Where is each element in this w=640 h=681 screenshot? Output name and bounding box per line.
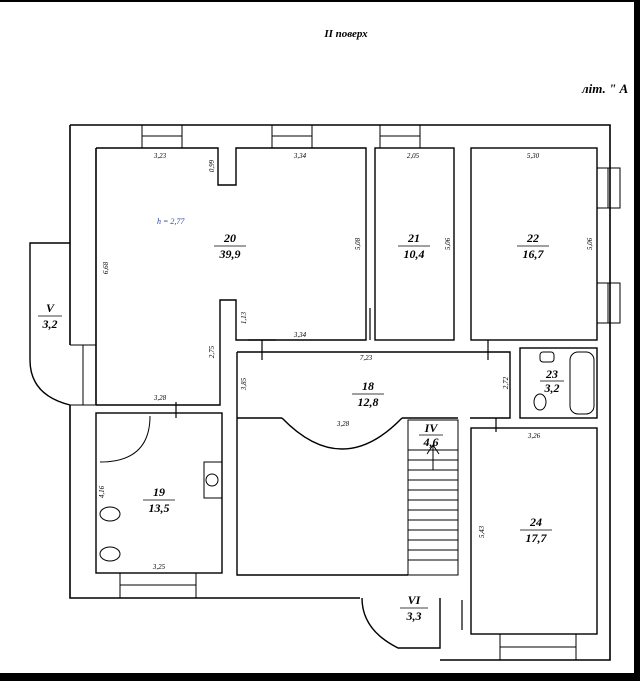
room-18-number: 18: [362, 379, 374, 393]
room-21-area: 10,4: [404, 247, 425, 261]
room-23-walls: [519, 347, 598, 419]
balcony-v: [29, 242, 71, 406]
stair-iv: [407, 419, 459, 576]
room-v-number: V: [46, 301, 55, 315]
dim-label: 3,28: [336, 420, 350, 428]
dim-label: 1,13: [240, 311, 248, 324]
room-23-area: 3,2: [544, 381, 560, 395]
room-20-number: 20: [223, 231, 236, 245]
dim-label: 3,26: [527, 432, 541, 440]
dim-label: 5,08: [354, 237, 362, 250]
sink-icon-19: [203, 461, 222, 499]
room-23-number: 23: [545, 367, 558, 381]
outer-walls: [69, 124, 611, 661]
dim-label: 0,99: [208, 159, 216, 172]
door-swing-19: [99, 415, 151, 463]
dim-label: 5,43: [478, 525, 486, 538]
dim-label: 2,72: [502, 376, 510, 389]
dim-label: 4,16: [98, 485, 106, 498]
toilet-icon: [533, 393, 547, 411]
dim-label: 7,23: [360, 354, 373, 362]
dim-label: 3,34: [293, 152, 307, 160]
dim-label: 3,25: [152, 563, 166, 571]
dim-label: 3,23: [153, 152, 167, 160]
room-vi-area: 3,3: [406, 609, 422, 623]
room-24-number: 24: [529, 515, 542, 529]
room-20-area: 39,9: [219, 247, 241, 261]
balcony-vi: [361, 597, 441, 649]
dim-label: 2,05: [407, 152, 420, 160]
toilet-icon-19: [99, 506, 121, 522]
room-iv-number: IV: [424, 421, 439, 435]
floor-title: II поверх: [323, 28, 368, 40]
room-v-area: 3,2: [42, 317, 58, 331]
dim-label: 3,34: [293, 331, 307, 339]
building-letter: літ. " А: [581, 81, 629, 96]
room-22-area: 16,7: [523, 247, 545, 261]
scan-edge-top: [0, 0, 640, 2]
dim-label: 5,06: [586, 237, 594, 250]
dim-label: 5,30: [527, 152, 540, 160]
room-20-walls: [96, 147, 367, 406]
room-22-walls: [470, 147, 598, 341]
room-22-number: 22: [526, 231, 539, 245]
sink-icon: [539, 351, 555, 363]
dim-label: 2,75: [208, 345, 216, 358]
dim-label: 3,85: [240, 377, 248, 391]
basin-icon-19: [205, 473, 219, 487]
room-iv-area: 4,6: [423, 435, 439, 449]
scan-edge-bottom: [0, 673, 640, 681]
room-24-area: 17,7: [526, 531, 548, 545]
room-19-number: 19: [153, 485, 165, 499]
room-18-walls: [236, 351, 511, 576]
bathtub-icon: [569, 351, 595, 415]
room-vi-number: VI: [408, 593, 422, 607]
room-18-area: 12,8: [358, 395, 379, 409]
room-labels: 20 39,9 21 10,4 22 16,7 V 3,2 18 12,8 23…: [38, 231, 564, 623]
dim-label: 6,68: [102, 261, 110, 274]
room-21-number: 21: [407, 231, 420, 245]
dim-label: 3,28: [153, 394, 167, 402]
dimensions: 3,23 3,34 2,05 5,30 0,99 6,68 5,08 5,06 …: [98, 152, 594, 571]
scan-edge-right: [634, 0, 640, 681]
ceiling-height-note: h = 2,77: [157, 217, 185, 226]
door-marks: [175, 308, 497, 630]
dim-label: 5,06: [444, 237, 452, 250]
room-19-area: 13,5: [149, 501, 170, 515]
bidet-icon-19: [99, 546, 121, 562]
windows: [70, 124, 621, 661]
